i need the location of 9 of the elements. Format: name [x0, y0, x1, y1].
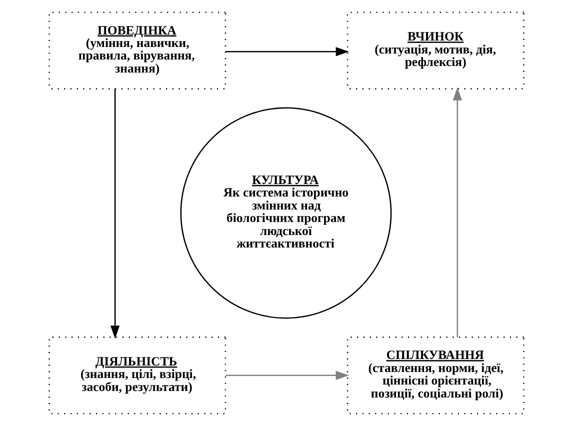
arrow	[452, 87, 462, 338]
node-circle: КУЛЬТУРА Як система історично змінних над біологічних програм людської життєактивності	[180, 107, 392, 319]
arrow	[225, 47, 348, 56]
arrow	[110, 88, 120, 339]
node-box: ДІЯЛЬНІСТЬ (знання, цілі, взірці, засоби, результати)	[48, 336, 226, 414]
node-box: СПІЛКУВАННЯ (ставлення, норми, ідеї, ціннісні орієнтації, позиції, соціальні ролі)	[346, 336, 524, 414]
arrow	[225, 370, 348, 380]
node-box: ПОВЕДІНКА (уміння, навички, правила, вірування, знання)	[48, 12, 226, 90]
node-box: ВЧИНОК (ситуація, мотив, дія, рефлексія)	[346, 12, 524, 90]
